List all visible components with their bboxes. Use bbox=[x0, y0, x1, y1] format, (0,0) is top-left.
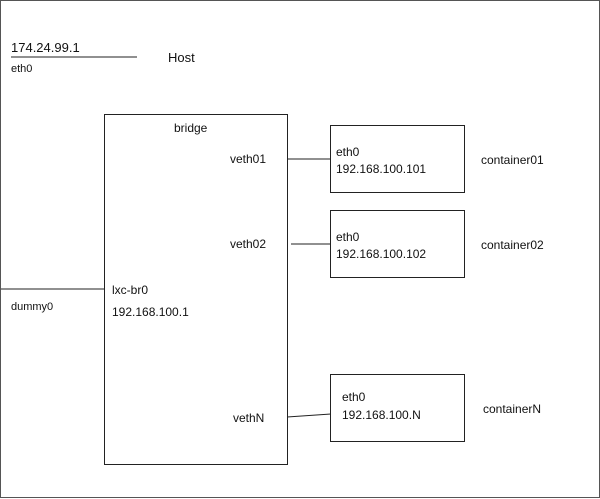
bridge-ip-label: 192.168.100.1 bbox=[112, 305, 189, 319]
vethN-label: vethN bbox=[233, 411, 265, 425]
container01-box bbox=[330, 125, 465, 193]
container02-name: container02 bbox=[481, 238, 544, 252]
container02-eth0-label: eth0 bbox=[336, 230, 360, 244]
dummy0-label: dummy0 bbox=[11, 301, 54, 313]
container01-name: container01 bbox=[481, 153, 544, 167]
containerN-ip-label: 192.168.100.N bbox=[342, 408, 421, 422]
container01-eth0-label: eth0 bbox=[336, 145, 360, 159]
bridge-box bbox=[104, 114, 288, 465]
bridge-name-label: lxc-br0 bbox=[112, 283, 149, 297]
container02-ip-label: 192.168.100.102 bbox=[336, 247, 427, 261]
bridge-title: bridge bbox=[174, 121, 208, 135]
containerN-box bbox=[330, 374, 465, 442]
containerN-name: containerN bbox=[483, 402, 542, 416]
host-ip-label: 174.24.99.1 bbox=[11, 40, 80, 55]
container02-box bbox=[330, 210, 465, 278]
containerN-eth0-label: eth0 bbox=[342, 390, 366, 404]
veth02-label: veth02 bbox=[230, 237, 267, 251]
container01-ip-label: 192.168.100.101 bbox=[336, 162, 427, 176]
veth01-label: veth01 bbox=[230, 152, 267, 166]
host-eth0-label: eth0 bbox=[11, 63, 33, 75]
host-label: Host bbox=[168, 50, 195, 65]
vethN-link-line bbox=[286, 413, 332, 418]
